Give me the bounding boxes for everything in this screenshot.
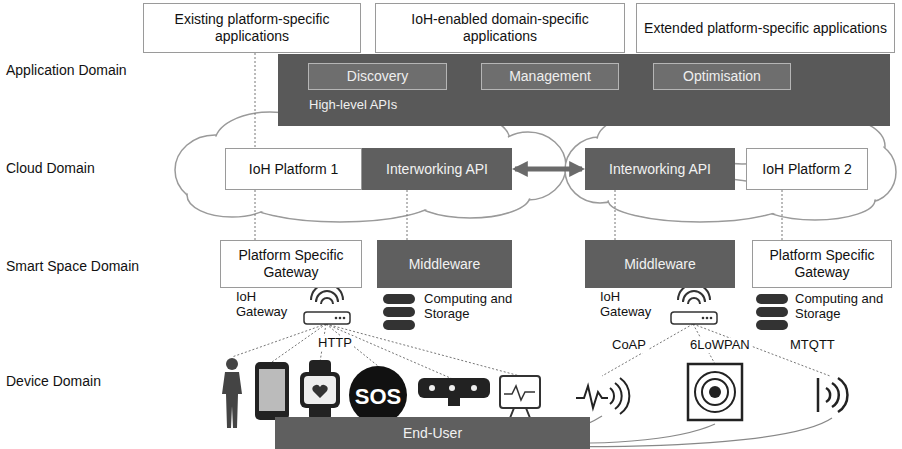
- platform-box: IoH Platform 1: [225, 148, 362, 190]
- sos-button: [349, 366, 407, 424]
- watch-icon: [300, 360, 340, 420]
- api-box: Management: [481, 63, 619, 90]
- cloud-left-fill: [177, 110, 565, 221]
- gateway-box: Platform Specific Gateway: [752, 240, 892, 288]
- storage-db-right: [756, 294, 788, 330]
- device-label: Computing and Storage: [424, 292, 518, 322]
- gateway-box: Platform Specific Gateway: [220, 240, 362, 288]
- dotted-link: [255, 53, 256, 148]
- dotted-link: [782, 190, 783, 240]
- protocol-label: MTQTT: [788, 338, 837, 353]
- node-text: IoH Platform 1: [243, 159, 344, 180]
- node-text: Platform Specific Gateway: [221, 245, 361, 283]
- node-text: Middleware: [403, 254, 487, 275]
- application-box: IoH-enabled domain-specific applications: [375, 3, 625, 53]
- api-box: Discovery: [308, 63, 447, 90]
- interworking-api-box: Interworking API: [362, 148, 512, 190]
- node-text: Discovery: [341, 66, 414, 87]
- node-text: Middleware: [618, 254, 702, 275]
- gateway-router-right: [671, 284, 717, 324]
- api-box: Optimisation: [653, 63, 791, 90]
- device-label: Computing and Storage: [795, 292, 889, 322]
- application-box: Existing platform-specific applications: [143, 3, 361, 53]
- api-panel: High-level APIs Discovery Management Optimi…: [278, 54, 890, 126]
- dotted-link: [615, 190, 616, 240]
- cloud-right-fill: [567, 110, 895, 221]
- domain-label: Smart Space Domain: [6, 258, 139, 274]
- application-box: Extended platform-specific applications: [636, 3, 895, 53]
- node-text: Optimisation: [677, 66, 767, 87]
- device-label: IoH Gateway: [236, 290, 298, 320]
- interworking-api-box: Interworking API: [585, 148, 735, 190]
- pulse-sensor-icon: [576, 378, 629, 414]
- node-text: IoH Platform 2: [756, 159, 857, 180]
- node-text: Platform Specific Gateway: [753, 245, 891, 283]
- domain-label: Cloud Domain: [6, 160, 95, 176]
- signal-emitter-icon: [818, 378, 847, 412]
- node-text: Interworking API: [603, 159, 717, 180]
- person-icon: [222, 358, 242, 428]
- node-text: IoH-enabled domain-specific applications: [376, 9, 624, 47]
- middleware-box: Middleware: [377, 240, 512, 288]
- device-label: IoH Gateway: [600, 290, 662, 320]
- depth-camera-icon: [418, 378, 490, 406]
- platform-box: IoH Platform 2: [746, 148, 868, 190]
- node-text: Interworking API: [380, 159, 494, 180]
- gateway-router-left: [304, 284, 350, 324]
- dotted-link: [255, 190, 256, 240]
- monitor-icon: [500, 376, 540, 418]
- storage-db-left: [383, 294, 415, 330]
- node-text: End-User: [397, 423, 468, 444]
- sos-text: SOS: [351, 384, 405, 409]
- end-user-bar: End-User: [275, 417, 590, 449]
- domain-label: Device Domain: [6, 373, 101, 389]
- node-text: Extended platform-specific applications: [638, 18, 893, 39]
- dotted-link: [407, 190, 408, 240]
- double-arrow: [515, 167, 582, 172]
- beacon-icon: [688, 364, 742, 420]
- protocol-label: HTTP: [316, 336, 354, 351]
- protocol-label: CoAP: [610, 338, 648, 353]
- node-text: Existing platform-specific applications: [144, 9, 360, 47]
- node-text: Management: [503, 66, 597, 87]
- node-text: High-level APIs: [303, 95, 403, 115]
- phone-icon: [255, 362, 289, 420]
- middleware-box: Middleware: [585, 240, 735, 288]
- domain-label: Application Domain: [6, 62, 127, 78]
- protocol-label: 6LoWPAN: [688, 338, 752, 353]
